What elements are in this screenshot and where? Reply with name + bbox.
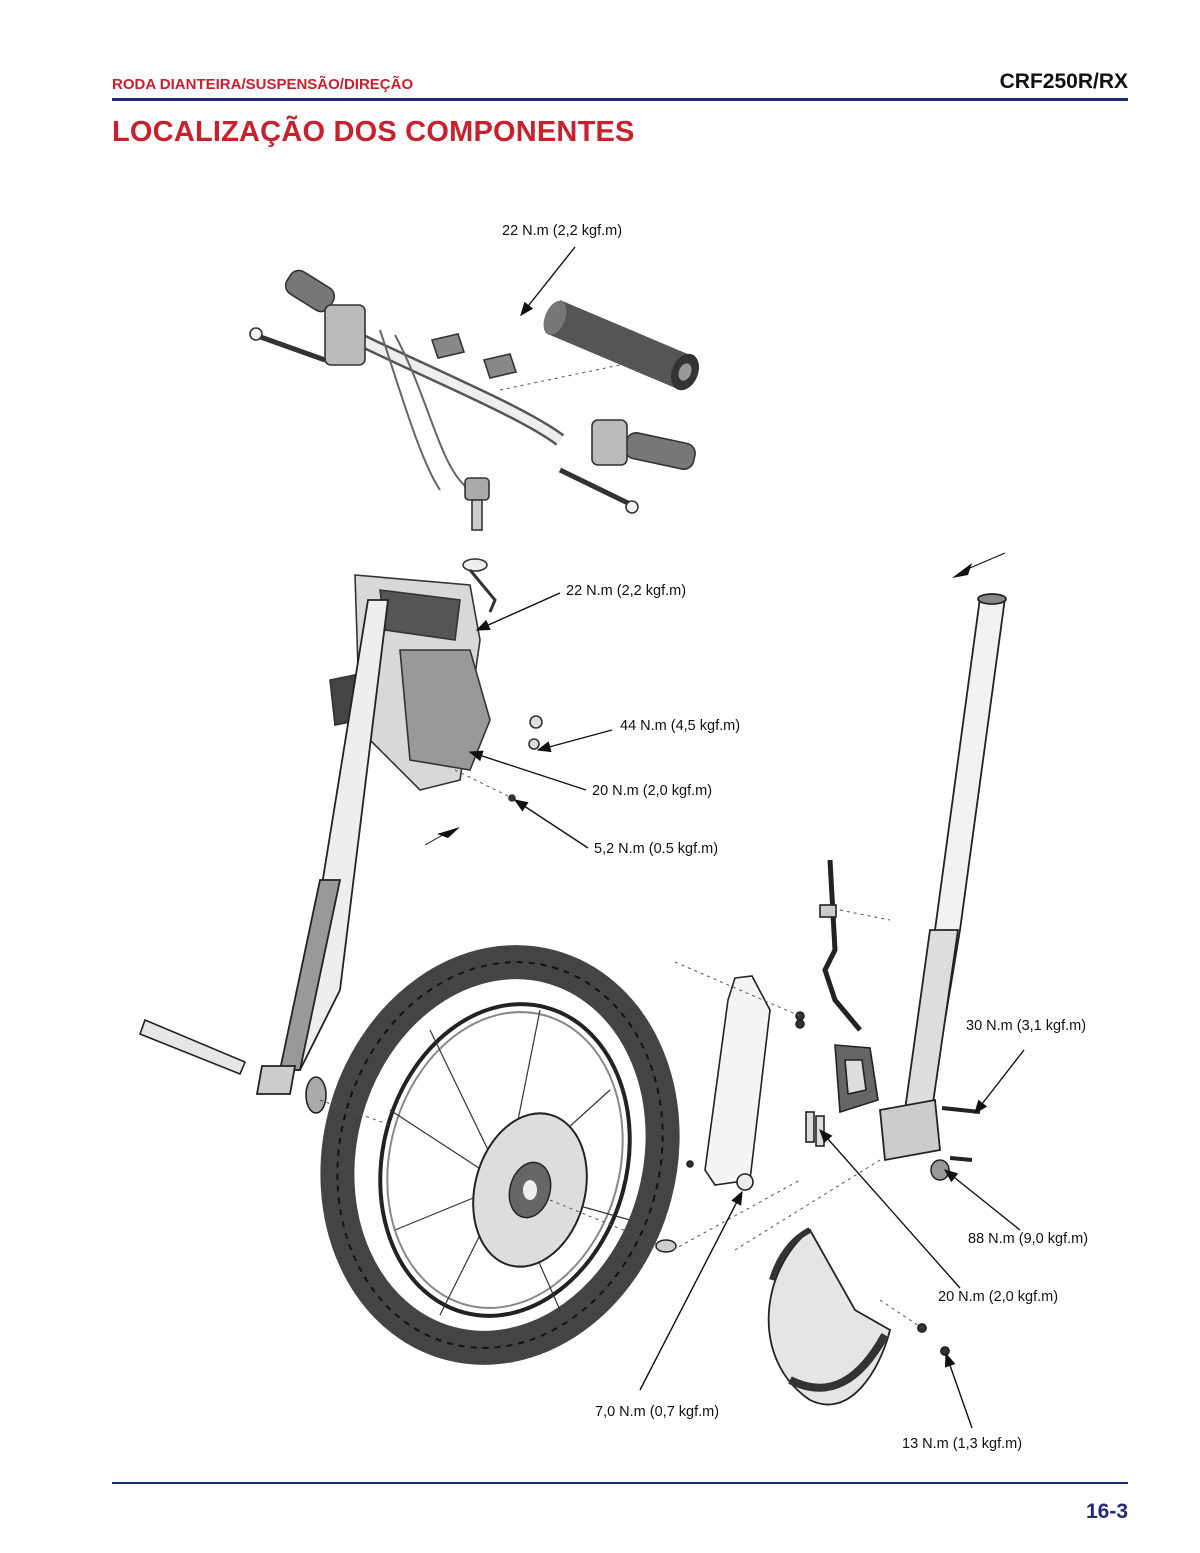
disc-cover [767,1227,950,1406]
callout-caliper-bolt: 30 N.m (3,1 kgf.m) [966,1018,1086,1034]
fork-guard [686,975,805,1191]
section-label: RODA DIANTEIRA/SUSPENSÃO/DIREÇÃO [112,76,414,93]
callout-labels: 22 N.m (2,2 kgf.m) 22 N.m (2,2 kgf.m) 44… [502,223,1088,1452]
triple-clamp [329,558,543,802]
assembly-lines [319,364,923,1329]
brake-caliper [805,859,879,1147]
leader-lines [468,246,1025,1429]
callout-small-bolt: 5,2 N.m (0.5 kgf.m) [594,841,718,857]
header-rule [112,98,1128,101]
callout-handlebar-holder-bolt: 22 N.m (2,2 kgf.m) [502,223,622,239]
model-label: CRF250R/RX [999,70,1128,93]
left-fork [255,599,390,1095]
callout-upper-pinch-bolt: 44 N.m (4,5 kgf.m) [620,718,740,734]
callout-fork-guard-bolt: 7,0 N.m (0,7 kgf.m) [595,1404,719,1420]
footer-rule [112,1482,1128,1484]
callout-axle-pinch-bolt: 20 N.m (2,0 kgf.m) [938,1289,1058,1305]
axle-spacer [655,1239,677,1253]
callout-axle-nut: 88 N.m (9,0 kgf.m) [968,1231,1088,1247]
front-wheel [320,945,680,1365]
callout-steering-stem-nut: 22 N.m (2,2 kgf.m) [566,583,686,599]
page-title: LOCALIZAÇÃO DOS COMPONENTES [112,116,635,148]
direction-arrows [424,552,1006,846]
handlebar-assembly [249,269,696,531]
handlebar-pad [543,300,699,391]
front-axle [138,1018,327,1114]
callout-lower-pinch-bolt: 20 N.m (2,0 kgf.m) [592,783,712,799]
callout-disc-cover-bolt: 13 N.m (1,3 kgf.m) [902,1436,1022,1452]
right-fork [879,593,1007,1162]
page-number: 16-3 [1085,1500,1128,1523]
